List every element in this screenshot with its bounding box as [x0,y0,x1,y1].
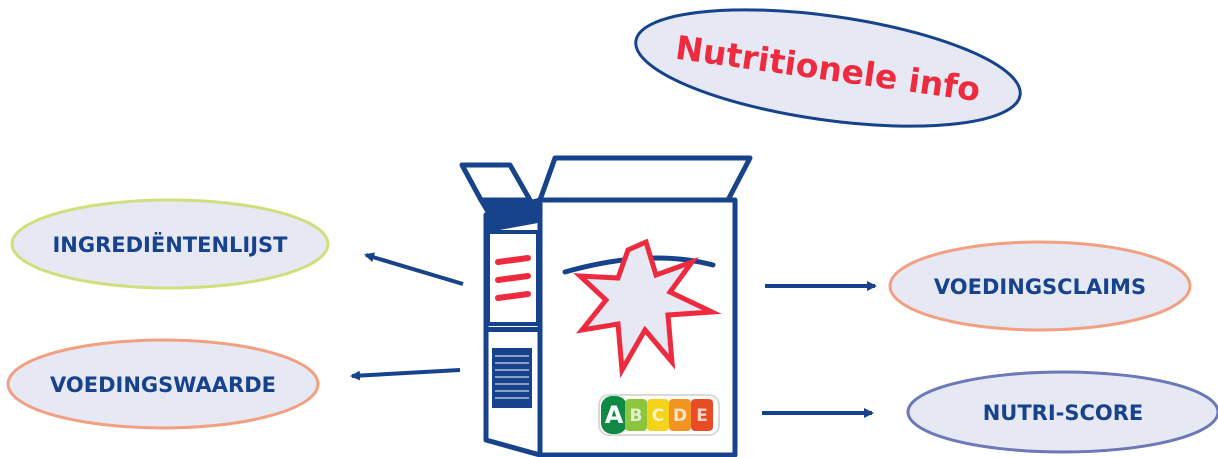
nutrition-values-label: VOEDINGSWAARDE [50,373,276,397]
claims-bubble: VOEDINGSCLAIMS [890,242,1190,330]
side-panel-details [488,232,538,408]
nutriscore-letter-a: A [605,401,624,429]
title-bubble: Nutritionele info [629,0,1028,146]
arrow-to-ingredients [366,255,463,284]
ingredients-label: INGREDIËNTENLIJST [52,232,288,257]
ingredients-bubble: INGREDIËNTENLIJST [12,200,328,288]
arrow-to-nutrition-values [352,370,460,376]
nutriscore-letter-d: D [673,406,687,426]
nutriscore-letter-c: C [652,406,664,426]
nutriscore-letter-e: E [696,406,708,426]
nutriscore-label: NUTRI-SCORE [983,401,1144,425]
claims-label: VOEDINGSCLAIMS [934,275,1146,299]
nutriscore-letter-b: B [630,406,643,426]
nutriscore-bubble: NUTRI-SCORE [908,372,1218,452]
nutrition-table-icon [492,348,532,408]
nutrition-values-bubble: VOEDINGSWAARDE [8,340,318,428]
